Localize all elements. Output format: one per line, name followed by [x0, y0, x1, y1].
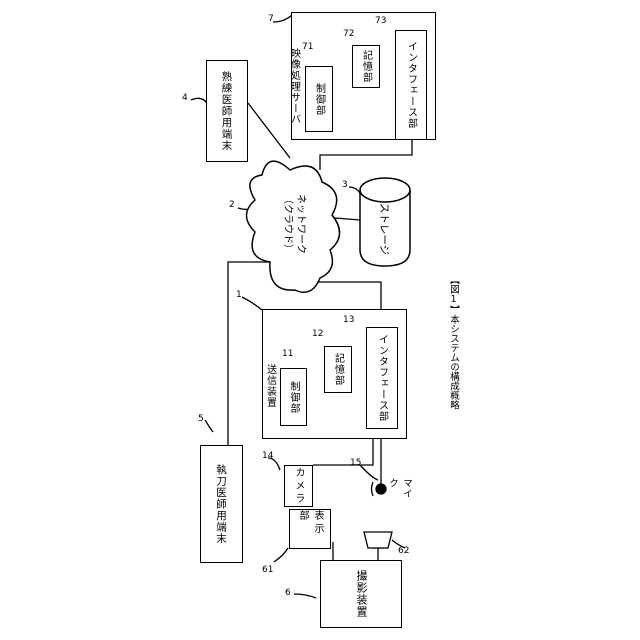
- network-label-line1: ネットワーク: [294, 176, 307, 272]
- transmitter-memory-box: 記憶部: [324, 346, 352, 393]
- surgeon-terminal-number: 5: [198, 414, 204, 424]
- speaker-symbol: [364, 532, 392, 548]
- storage-label: ストレージ: [378, 199, 392, 259]
- speaker-number: 62: [398, 546, 409, 556]
- line-skilled-network: [248, 103, 290, 158]
- display-box: 表示部: [289, 509, 331, 549]
- transmitter-number: 1: [236, 290, 242, 300]
- mic-number: 15: [350, 458, 361, 468]
- transmitter-interface-number: 13: [343, 315, 354, 325]
- display-number: 61: [262, 565, 273, 575]
- camera-number: 14: [262, 451, 273, 461]
- storage-number: 3: [342, 180, 348, 190]
- transmitter-interface-box: インタフェース部: [366, 327, 398, 429]
- imaging-device-number: 6: [285, 588, 291, 598]
- leader-3: [349, 187, 360, 193]
- line-network-storage: [335, 218, 360, 220]
- leader-1: [242, 297, 262, 310]
- leader-5: [205, 420, 213, 432]
- server-interface-number: 73: [375, 16, 386, 26]
- imaging-device-box: 撮影装置: [320, 560, 402, 628]
- skilled-terminal-box: 熟練医師用端末: [206, 60, 248, 162]
- image-server-number: 7: [268, 14, 274, 24]
- leader-15: [360, 465, 378, 480]
- leader-6: [294, 594, 316, 598]
- server-control-number: 71: [302, 42, 313, 52]
- server-control-box: 制御部: [305, 66, 333, 132]
- transmitter-memory-number: 12: [312, 329, 323, 339]
- mic-label: マイク: [392, 478, 406, 508]
- transmitter-control-number: 11: [282, 349, 293, 359]
- mic-symbol: [372, 482, 387, 496]
- transmitter-label: 送信装置: [262, 360, 278, 412]
- server-memory-box: 記憶部: [352, 45, 380, 88]
- surgeon-terminal-box: 執刀医師用端末: [200, 445, 243, 563]
- camera-box: カメラ: [284, 465, 313, 507]
- leader-7: [273, 14, 293, 22]
- network-label-line2: （クラウド）: [281, 176, 294, 272]
- server-memory-number: 72: [343, 29, 354, 39]
- image-server-label: 映像処理サーバ: [286, 38, 302, 134]
- network-number: 2: [229, 200, 235, 210]
- network-label: ネットワーク （クラウド）: [279, 176, 307, 272]
- skilled-terminal-number: 4: [182, 93, 188, 103]
- figure-caption: 【図1】本システムの構成概略: [445, 262, 461, 422]
- leader-61: [274, 548, 288, 562]
- line-server-network: [320, 140, 412, 170]
- server-interface-box: インタフェース部: [395, 30, 427, 140]
- transmitter-control-box: 制御部: [280, 368, 307, 426]
